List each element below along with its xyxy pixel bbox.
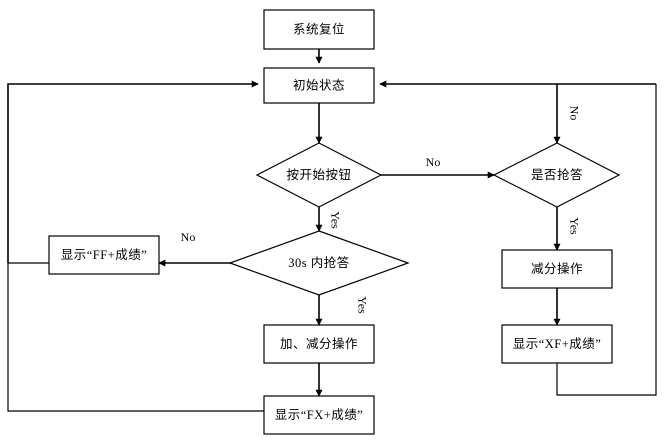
edge-label-buzz-30s-yes: Yes [355, 296, 369, 314]
node-show-xf-label: 显示“XF+成绩” [513, 337, 602, 351]
edge-show-xf-to-right-rail [556, 84, 657, 396]
edge-label-press-start-yes: Yes [328, 211, 342, 229]
node-sub-score-label: 减分操作 [531, 261, 583, 276]
node-is-buzz[interactable]: 是否抢答 [492, 142, 621, 208]
node-show-fx-label: 显示“FX+成绩” [275, 408, 364, 422]
node-system-reset-label: 系统复位 [293, 21, 345, 36]
node-system-reset[interactable]: 系统复位 [263, 9, 375, 50]
node-show-xf[interactable]: 显示“XF+成绩” [501, 324, 613, 364]
edge-left-rail-to-initial-state [7, 80, 259, 263]
node-show-fx[interactable]: 显示“FX+成绩” [263, 395, 375, 435]
node-add-sub-score[interactable]: 加、减分操作 [263, 324, 375, 364]
node-initial-state-label: 初始状态 [293, 78, 345, 92]
node-sub-score[interactable]: 减分操作 [501, 249, 613, 289]
edge-label-buzz-30s-no: No [181, 230, 196, 244]
node-buzz-30s[interactable]: 30s 内抢答 [228, 230, 410, 296]
node-add-sub-score-label: 加、减分操作 [280, 336, 358, 351]
edge-label-is-buzz-no: No [567, 106, 581, 121]
node-press-start-label: 按开始按钮 [286, 167, 351, 182]
edge-show-fx-to-left-rail [7, 262, 264, 412]
node-buzz-30s-label: 30s 内抢答 [288, 255, 350, 270]
edge-label-press-start-no: No [426, 155, 441, 169]
edge-label-is-buzz-yes: Yes [567, 217, 581, 235]
node-is-buzz-label: 是否抢答 [531, 167, 583, 182]
node-show-ff[interactable]: 显示“FF+成绩” [48, 235, 160, 275]
node-press-start[interactable]: 按开始按钮 [255, 142, 383, 208]
node-show-ff-label: 显示“FF+成绩” [61, 248, 148, 262]
node-initial-state[interactable]: 初始状态 [263, 67, 375, 104]
